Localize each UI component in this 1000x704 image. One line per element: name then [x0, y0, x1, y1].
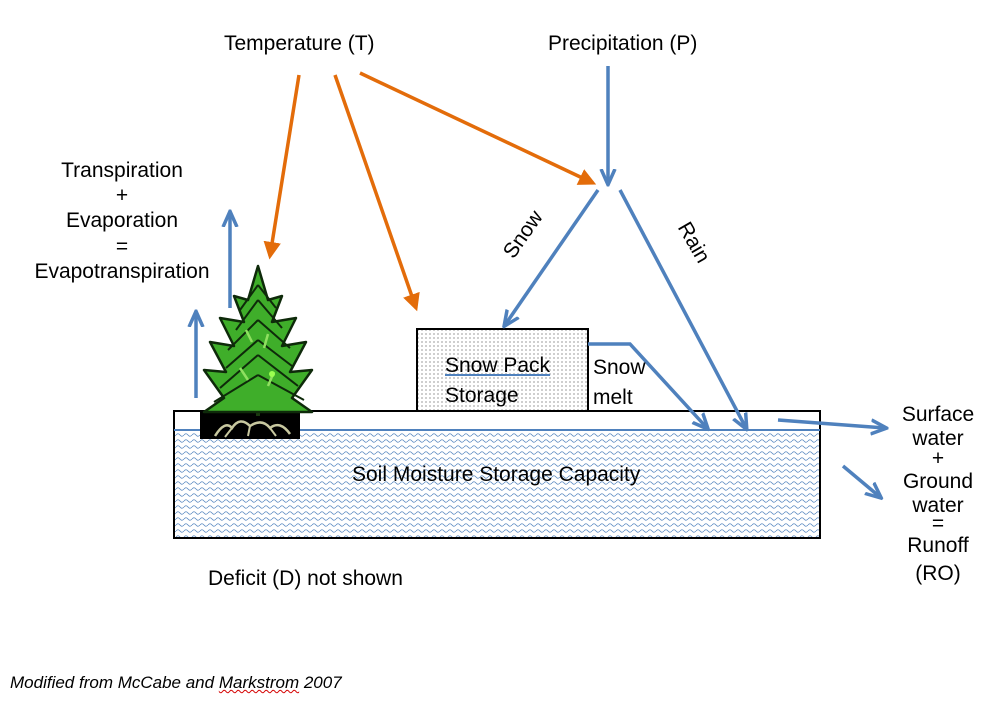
runoff-label: Surface water + Ground water = Runoff (R…	[888, 400, 988, 589]
deficit-label: Deficit (D) not shown	[208, 567, 403, 590]
et-line-3: Evaporation	[65, 209, 179, 233]
et-line-1: Transpiration	[61, 159, 183, 182]
credit-suffix: 2007	[299, 673, 342, 692]
water-arrows	[196, 66, 885, 497]
snowmelt-line-2: melt	[593, 385, 633, 409]
et-line-2: +	[115, 184, 129, 208]
credit-prefix: Modified from McCabe and	[10, 673, 219, 692]
runoff-line-8: (RO)	[915, 561, 961, 585]
runoff-line-6: =	[931, 512, 945, 536]
snowpack-label: Snow Pack Storage	[445, 351, 550, 411]
temperature-label: Temperature (T)	[224, 32, 375, 55]
et-line-5: Evapotranspiration	[34, 259, 210, 283]
root-block	[200, 411, 300, 439]
source-credit: Modified from McCabe and Markstrom 2007	[10, 673, 342, 693]
runoff-line-3: +	[931, 446, 945, 470]
snowmelt-line-1: Snow	[593, 356, 646, 379]
evapotranspiration-label: Transpiration + Evaporation = Evapotrans…	[24, 158, 220, 284]
snowpack-line-1: Snow Pack	[445, 354, 551, 377]
soil-storage-box	[173, 410, 821, 539]
soil-moisture-label: Soil Moisture Storage Capacity	[352, 463, 641, 486]
temperature-arrows	[263, 71, 597, 312]
snowmelt-label: Snow melt	[593, 353, 646, 413]
runoff-line-4: Ground	[902, 470, 974, 494]
runoff-line-1: Surface	[901, 403, 975, 426]
tree-icon	[202, 264, 314, 416]
runoff-line-7: Runoff	[907, 533, 969, 557]
snowpack-line-2: Storage	[445, 383, 519, 407]
precipitation-label: Precipitation (P)	[548, 32, 698, 55]
runoff-line-2: water	[912, 426, 964, 450]
et-line-4: =	[115, 234, 129, 258]
snowpack-box	[416, 328, 589, 412]
credit-name: Markstrom	[218, 673, 300, 692]
runoff-line-5: water	[912, 494, 964, 518]
